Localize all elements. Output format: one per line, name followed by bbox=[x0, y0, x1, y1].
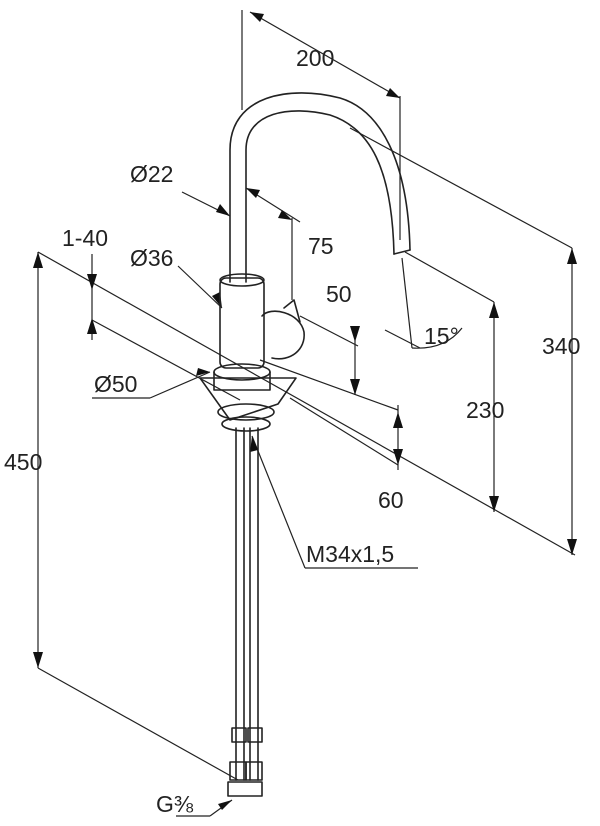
label-body-diameter: Ø36 bbox=[130, 245, 173, 271]
label-spout-outlet-height: 230 bbox=[466, 397, 504, 423]
label-hose-connection: G⅜ bbox=[156, 791, 194, 817]
label-mount-thread: M34x1,5 bbox=[306, 541, 394, 567]
label-base-diameter: Ø50 bbox=[94, 371, 137, 397]
label-hose-length: 450 bbox=[4, 449, 42, 475]
label-countertop-thickness: 1-40 bbox=[62, 225, 108, 251]
faucet-outline bbox=[199, 92, 411, 797]
dimension-arrows bbox=[33, 12, 577, 810]
label-lever-offset: 75 bbox=[308, 233, 334, 259]
label-outlet-angle: 15° bbox=[424, 323, 459, 349]
label-spout-height-total: 340 bbox=[542, 333, 580, 359]
dimension-labels: 200 Ø22 75 1-40 Ø36 50 15° 340 Ø50 230 4… bbox=[4, 45, 580, 817]
label-spout-diameter: Ø22 bbox=[130, 161, 173, 187]
label-lever-width: 50 bbox=[326, 281, 352, 307]
label-base-height: 60 bbox=[378, 487, 404, 513]
label-spout-reach: 200 bbox=[296, 45, 334, 71]
